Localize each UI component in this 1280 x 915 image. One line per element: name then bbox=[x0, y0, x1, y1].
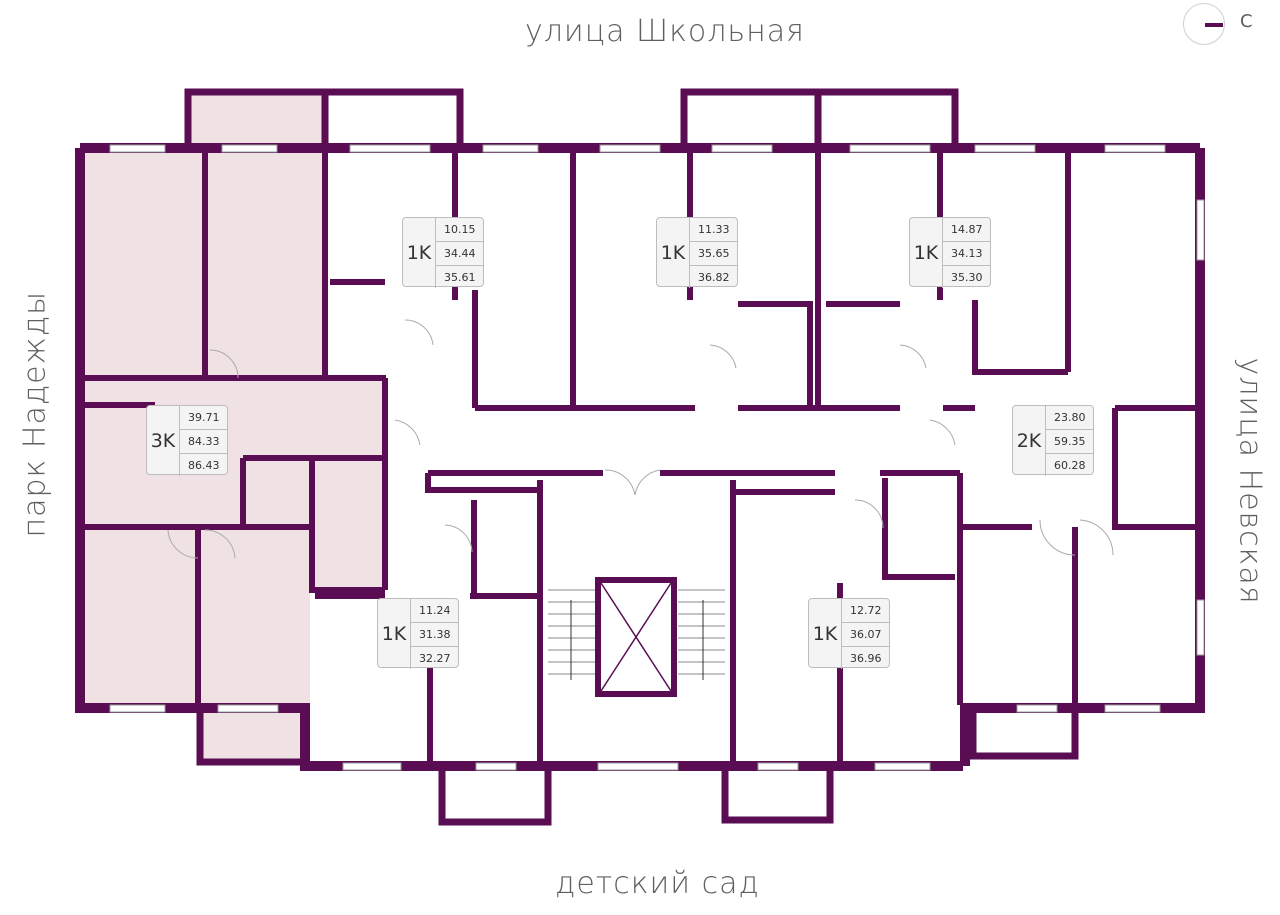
compass-letter: С bbox=[1240, 11, 1253, 32]
balconies bbox=[184, 88, 1079, 826]
living-area: 14.87 bbox=[943, 218, 991, 242]
apartment-type: 1K bbox=[812, 623, 838, 645]
total-area: 35.61 bbox=[444, 271, 476, 284]
living-area: 12.72 bbox=[842, 599, 890, 623]
apartment-badge-7[interactable]: 1K 12.72 36.07 36.96 bbox=[808, 598, 890, 669]
street-label-top: улица Школьная bbox=[525, 14, 805, 49]
total-area: 60.28 bbox=[1054, 459, 1086, 472]
apartment-badge-6[interactable]: 1K 11.24 31.38 32.27 bbox=[377, 598, 459, 669]
apartment-area: 59.35 bbox=[1046, 430, 1094, 454]
apartment-values: 14.87 34.13 35.30 bbox=[942, 218, 991, 288]
stairs bbox=[548, 589, 725, 680]
apartment-type: 2K bbox=[1016, 430, 1042, 452]
apartment-values: 12.72 36.07 36.96 bbox=[841, 599, 890, 669]
apartment-values: 39.71 84.33 86.43 bbox=[179, 406, 228, 476]
apartment-values: 11.33 35.65 36.82 bbox=[689, 218, 738, 288]
apartment-area: 31.38 bbox=[411, 623, 459, 647]
interior-walls bbox=[80, 152, 1195, 764]
apartment-values: 23.80 59.35 60.28 bbox=[1045, 406, 1094, 476]
apartment-type: 1K bbox=[406, 242, 432, 264]
street-label-bottom: детский сад bbox=[555, 866, 760, 901]
elevator-shaft bbox=[595, 577, 677, 697]
apartment-area: 34.13 bbox=[943, 242, 991, 266]
apartment-type: 3K bbox=[150, 430, 176, 452]
apartment-badge-1[interactable]: 1K 10.15 34.44 35.61 bbox=[402, 217, 484, 288]
apartment-type: 1K bbox=[913, 242, 939, 264]
apartment-type: 1K bbox=[660, 242, 686, 264]
apartment-values: 10.15 34.44 35.61 bbox=[435, 218, 484, 288]
total-area: 36.82 bbox=[698, 271, 730, 284]
living-area: 39.71 bbox=[180, 406, 228, 430]
highlighted-apartment-3k[interactable] bbox=[80, 94, 385, 760]
apartment-area: 35.65 bbox=[690, 242, 738, 266]
compass-needle bbox=[1205, 23, 1223, 27]
total-area: 32.27 bbox=[419, 652, 451, 665]
apartment-area: 36.07 bbox=[842, 623, 890, 647]
living-area: 10.15 bbox=[436, 218, 484, 242]
apartment-badge-2[interactable]: 1K 11.33 35.65 36.82 bbox=[656, 217, 738, 288]
compass-icon: С bbox=[1183, 3, 1263, 47]
total-area: 36.96 bbox=[850, 652, 882, 665]
door-swings bbox=[167, 319, 1114, 559]
apartment-values: 11.24 31.38 32.27 bbox=[410, 599, 459, 669]
apartment-area: 84.33 bbox=[180, 430, 228, 454]
total-area: 86.43 bbox=[188, 459, 220, 472]
living-area: 11.33 bbox=[690, 218, 738, 242]
compass-ring bbox=[1183, 3, 1225, 45]
windows bbox=[109, 144, 1205, 771]
apartment-badge-5[interactable]: 2K 23.80 59.35 60.28 bbox=[1012, 405, 1094, 476]
apartment-badge-3[interactable]: 1K 14.87 34.13 35.30 bbox=[909, 217, 991, 288]
living-area: 11.24 bbox=[411, 599, 459, 623]
apartment-type: 1K bbox=[381, 623, 407, 645]
apartment-badge-4[interactable]: 3K 39.71 84.33 86.43 bbox=[146, 405, 228, 476]
living-area: 23.80 bbox=[1046, 406, 1094, 430]
total-area: 35.30 bbox=[951, 271, 983, 284]
apartment-area: 34.44 bbox=[436, 242, 484, 266]
